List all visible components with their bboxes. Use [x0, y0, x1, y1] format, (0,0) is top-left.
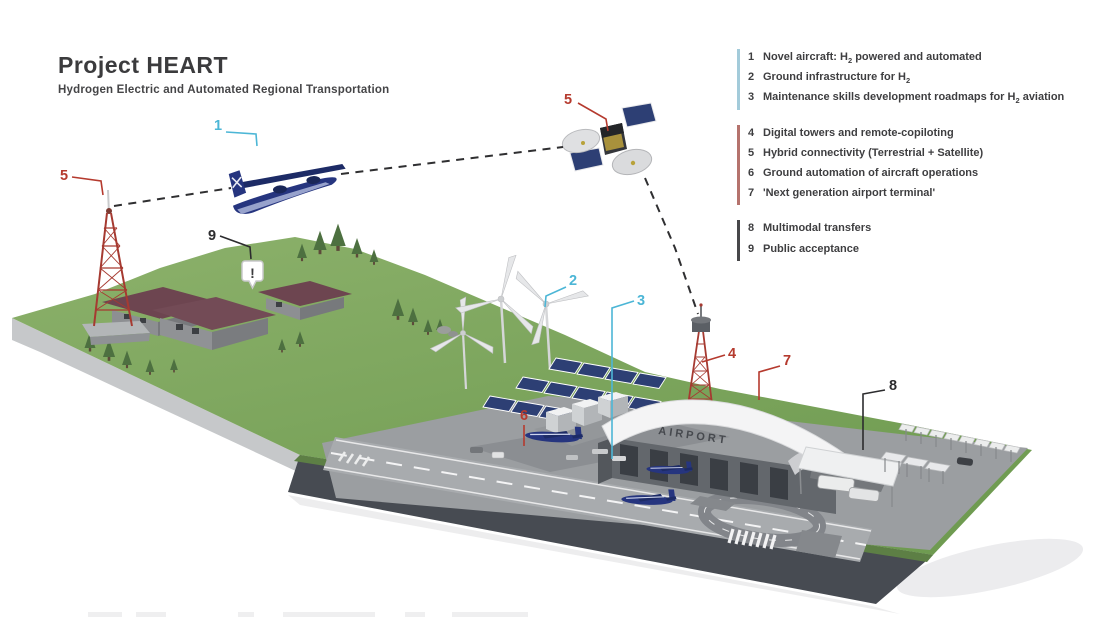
legend-item-number: 8 [748, 222, 755, 235]
marker-9: 9 [208, 228, 252, 260]
svg-text:5: 5 [60, 168, 68, 184]
marker-4-leader [701, 354, 726, 363]
marker-5-satellite: 5 [564, 92, 609, 132]
markers: 5 1 5 9 2 3 4 7 8 6 [60, 92, 897, 459]
car [956, 457, 974, 466]
legend-item-4: 4 Digital towers and remote-copiloting [748, 125, 1064, 145]
marker-4: 4 [701, 346, 736, 363]
legend-item-8: 8 Multimodal transfers [748, 220, 1064, 240]
svg-text:7: 7 [783, 353, 791, 369]
cropped-watermark [88, 612, 528, 617]
legend-item-2: 2 Ground infrastructure for H2 [748, 69, 1064, 89]
svg-text:6: 6 [520, 408, 528, 424]
link-satellite-digital-tower [644, 177, 699, 315]
marker-5-satellite-leader [577, 102, 609, 132]
satellite [561, 102, 657, 176]
svg-text:4: 4 [728, 346, 736, 362]
svg-text:8: 8 [889, 378, 897, 394]
legend-item-text: Digital towers and remote-copiloting [763, 126, 954, 139]
wind-turbines [429, 254, 590, 390]
legend-item-9: 9 Public acceptance [748, 241, 1064, 261]
legend-item-3: 3 Maintenance skills development roadmap… [748, 89, 1064, 109]
terminal-building: AIRPORT [598, 399, 849, 514]
svg-text:2: 2 [569, 273, 577, 289]
connectivity-dashed-links [113, 146, 699, 315]
marker-1-leader [225, 131, 258, 147]
legend-item-number: 7 [748, 187, 755, 200]
link-tower-aircraft [113, 187, 232, 207]
legend-item-number: 6 [748, 166, 755, 179]
title-block: Project HEART Hydrogen Electric and Auto… [58, 52, 389, 96]
legend-item-5: 5 Hybrid connectivity (Terrestrial + Sat… [748, 145, 1064, 165]
marker-7: 7 [758, 353, 791, 400]
marker-6: 6 [520, 408, 528, 446]
legend-item-number: 5 [748, 146, 755, 159]
left-slope [12, 318, 300, 473]
trees [84, 223, 458, 375]
marker-8: 8 [862, 378, 897, 450]
legend: 1 Novel aircraft: H2 powered and automat… [737, 49, 1064, 276]
marker-7-leader [758, 365, 781, 400]
marker-2-leader [544, 286, 567, 308]
legend-group-society: 8 Multimodal transfers 9 Public acceptan… [737, 220, 1064, 261]
legend-item-text: Novel aircraft: H2 powered and automated [763, 51, 982, 66]
legend-group-aircraft: 1 Novel aircraft: H2 powered and automat… [737, 49, 1064, 110]
svg-text:5: 5 [564, 92, 572, 108]
link-aircraft-satellite [340, 146, 564, 175]
svg-text:1: 1 [214, 118, 222, 134]
ground-vehicles [470, 447, 626, 461]
legend-item-number: 3 [748, 91, 755, 104]
legend-item-text: 'Next generation airport terminal' [763, 187, 936, 200]
legend-item-number: 2 [748, 71, 755, 84]
svg-text:9: 9 [208, 228, 216, 244]
marker-3-leader [611, 300, 635, 459]
wind-turbine [515, 270, 590, 370]
svg-text:3: 3 [637, 293, 645, 309]
marker-3: 3 [611, 293, 645, 459]
marker-5-tower: 5 [60, 168, 104, 196]
marker-8-leader [862, 389, 886, 450]
legend-group-operations: 4 Digital towers and remote-copiloting 5… [737, 124, 1064, 206]
ground-shadow [288, 495, 1084, 614]
buses [817, 474, 880, 502]
legend-item-text: Ground infrastructure for H2 [763, 71, 911, 86]
legend-item-6: 6 Ground automation of aircraft operatio… [748, 165, 1064, 185]
page-title: Project HEART [58, 52, 229, 78]
legend-item-number: 4 [748, 126, 755, 139]
legend-item-text: Public acceptance [763, 242, 859, 255]
svg-text:!: ! [250, 265, 255, 281]
legend-item-text: Maintenance skills development roadmaps … [763, 91, 1065, 106]
flying-aircraft [228, 164, 346, 215]
legend-item-text: Ground automation of aircraft operations [763, 166, 979, 179]
marker-1: 1 [214, 118, 258, 147]
digital-tower [686, 303, 714, 413]
wind-turbine [455, 254, 534, 364]
marker-5-tower-leader [71, 176, 104, 196]
legend-item-number: 9 [748, 242, 755, 255]
legend-item-number: 1 [748, 51, 755, 63]
legend-item-7: 7 'Next generation airport terminal' [748, 185, 1064, 205]
radio-tower [82, 189, 150, 345]
legend-item-text: Multimodal transfers [763, 222, 872, 235]
marker-2: 2 [544, 273, 577, 308]
page-subtitle: Hydrogen Electric and Automated Regional… [58, 84, 390, 96]
zebra-crossing [727, 528, 777, 550]
legend-item-text: Hybrid connectivity (Terrestrial + Satel… [763, 146, 984, 159]
legend-item-1: 1 Novel aircraft: H2 powered and automat… [748, 49, 1064, 69]
alert-pin-icon: ! [241, 260, 264, 290]
marker-9-leader [219, 235, 252, 260]
